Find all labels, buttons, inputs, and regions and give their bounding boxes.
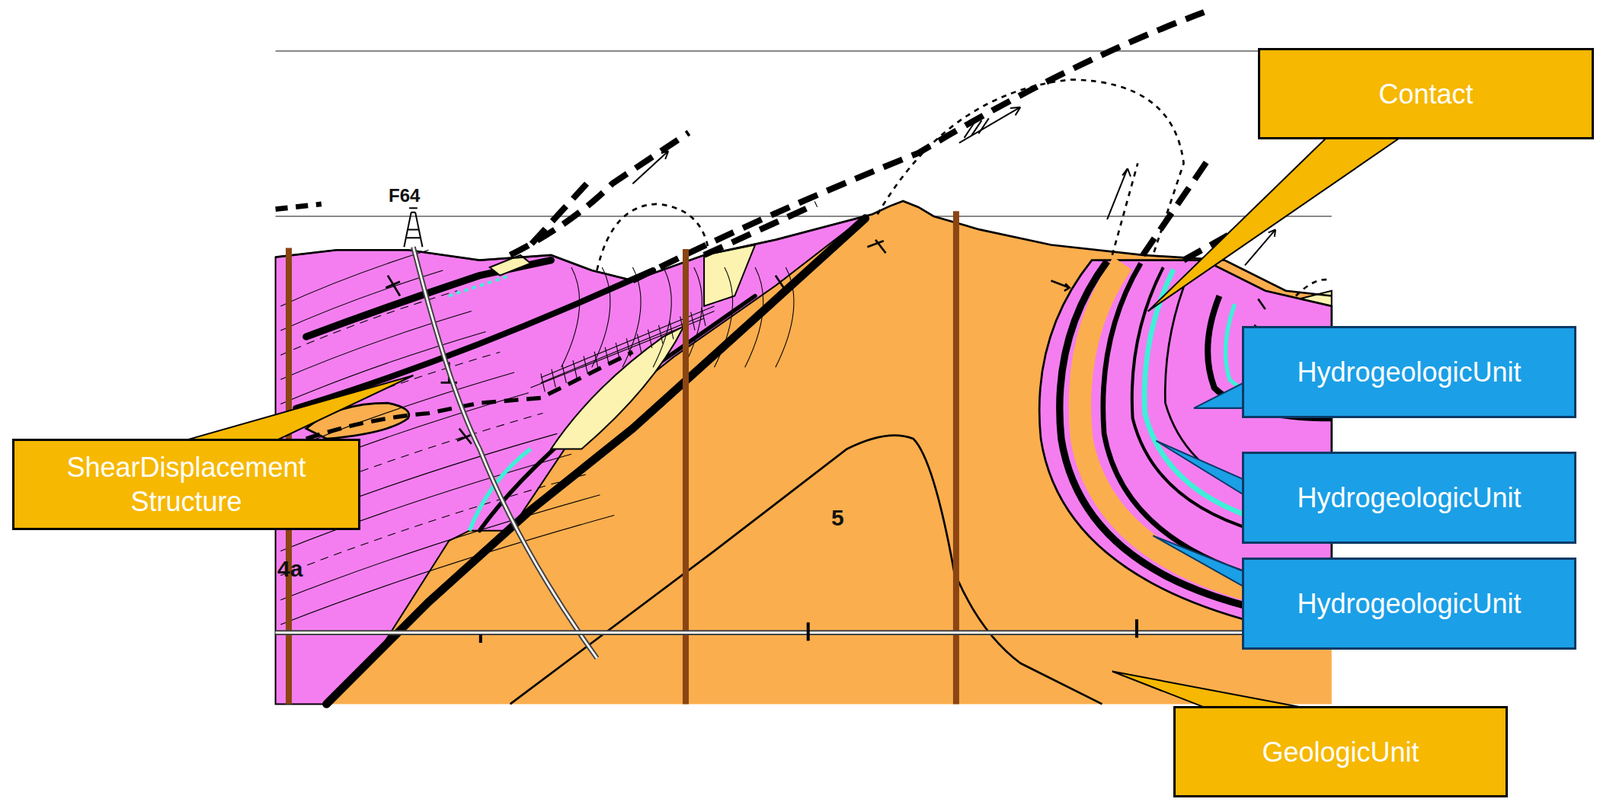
- callout-box: HydrogeologicUnit: [1241, 557, 1577, 650]
- callout-text: Contact: [1378, 76, 1473, 112]
- well-label: F64: [388, 185, 420, 207]
- callout-box: HydrogeologicUnit: [1241, 326, 1577, 419]
- callout-text: GeologicUnit: [1261, 735, 1419, 770]
- callout-text: ShearDisplacement Structure: [14, 450, 359, 519]
- callout-box: HydrogeologicUnit: [1241, 451, 1577, 544]
- callout-box: Contact: [1257, 48, 1594, 140]
- callout-box: ShearDisplacement Structure: [12, 438, 361, 531]
- callout-text: HydrogeologicUnit: [1296, 355, 1521, 390]
- unit-number: 5: [831, 505, 845, 532]
- unit-number: 4a: [277, 556, 303, 583]
- callout-box: GeologicUnit: [1173, 706, 1508, 798]
- callout-text: HydrogeologicUnit: [1296, 586, 1521, 621]
- callout-text: HydrogeologicUnit: [1296, 480, 1521, 516]
